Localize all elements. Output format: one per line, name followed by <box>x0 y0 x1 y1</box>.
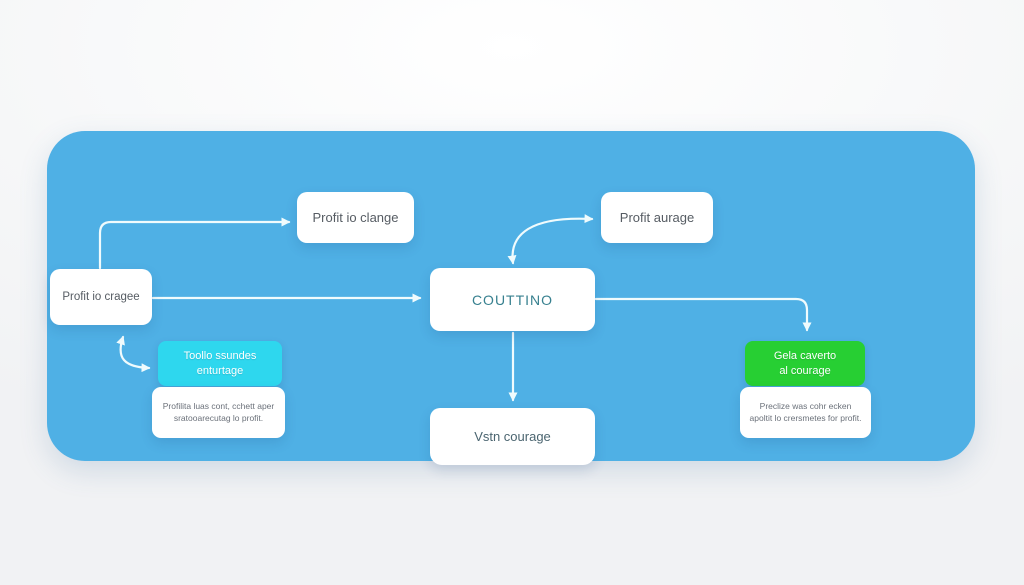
node-profit-io-clange: Profit io clange <box>297 192 414 243</box>
green-card-body: Preclize was cohr ecken apoltit lo crers… <box>740 387 871 438</box>
node-label: COUTTINO <box>471 291 554 308</box>
node-label: Vstn courage <box>474 429 551 444</box>
node-profit-aurage: Profit aurage <box>601 192 713 243</box>
cyan-card-body: Profilita luas cont, cchett aper sratooa… <box>152 387 285 438</box>
node-label: Profit io cragee <box>62 291 140 303</box>
node-couttino: COUTTINO <box>430 268 595 331</box>
node-profit-io-cragee: Profit io cragee <box>50 269 152 325</box>
green-card-header: Gela caverto al courage <box>745 341 865 386</box>
node-label: Profit io clange <box>312 210 399 225</box>
cyan-card-header: Toollo ssundes enturtage <box>158 341 282 386</box>
node-vstn-courage: Vstn courage <box>430 408 595 465</box>
card-body-text: Profilita luas cont, cchett aper sratooa… <box>162 400 275 423</box>
card-header-line: Toollo ssundes <box>183 350 257 363</box>
node-label: Profit aurage <box>619 210 695 225</box>
card-body-text: Preclize was cohr ecken apoltit lo crers… <box>749 400 862 423</box>
card-header-line: Gela caverto <box>773 350 837 363</box>
card-header-line: enturtage <box>196 364 244 377</box>
card-header-line: al courage <box>779 364 831 377</box>
